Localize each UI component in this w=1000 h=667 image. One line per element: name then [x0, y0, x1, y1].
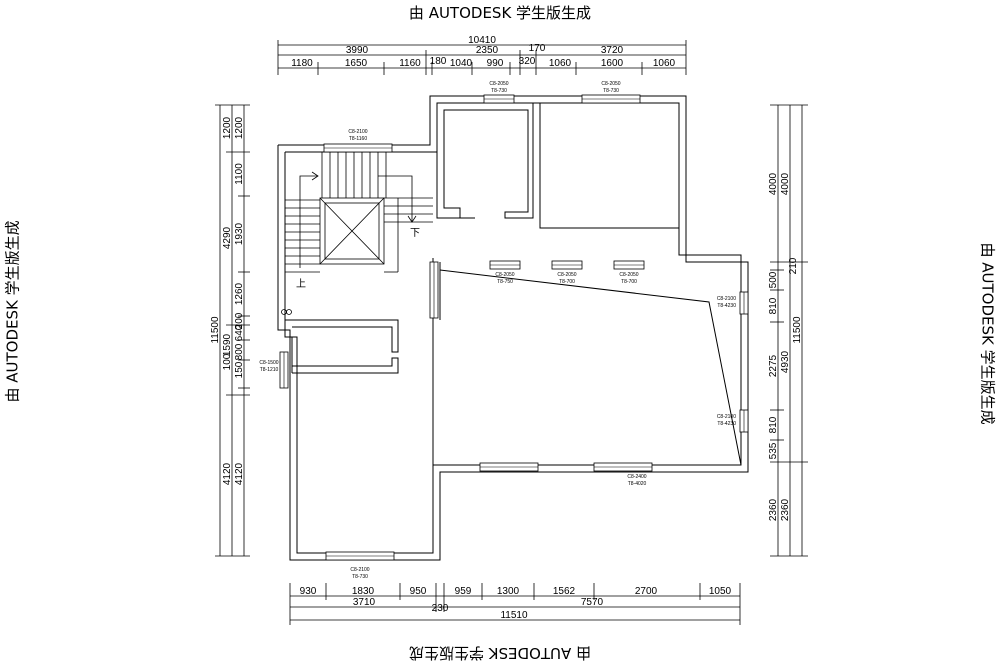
dimension-lines: [215, 40, 808, 625]
window-tag: C8-2050: [495, 272, 514, 278]
dim-left-3: 1260: [234, 282, 245, 305]
window-tag: T8-4230: [717, 303, 736, 309]
dim-right-3: 2275: [768, 354, 779, 377]
dim-left-2: 100: [222, 353, 233, 370]
window-tag: T8-700: [559, 279, 575, 285]
dim-bottom-total: 11510: [500, 610, 528, 621]
dim-left-3: 1930: [234, 222, 245, 245]
dim-left-3: 4120: [234, 462, 245, 485]
window-tag: C8-2050: [489, 81, 508, 87]
window-tag: T8-1160: [349, 136, 367, 142]
window-tag: C8-2050: [619, 272, 638, 278]
dim-bottom-2: 3710: [353, 597, 376, 608]
dimension-text: 10410 3990 2350 170 3720 1180 1650 1160 …: [291, 35, 731, 621]
dim-bottom-1: 1300: [497, 586, 520, 597]
stair-down-label: 下: [410, 228, 420, 239]
dim-left-3: 1100: [234, 163, 245, 185]
window-tag: C8-2050: [557, 272, 576, 278]
dim-left-2: 1200: [222, 116, 233, 139]
stair-up-label: 上: [296, 278, 306, 290]
dim-top-2: 3720: [601, 45, 624, 56]
dim-bottom-1: 950: [410, 586, 427, 597]
dim-left-3: 640: [234, 324, 245, 341]
window-tag: C8-2050: [601, 81, 620, 87]
window-tag: C8-2100: [717, 296, 736, 302]
dim-right-2: 2360: [780, 498, 791, 521]
dim-top-total: 10410: [468, 35, 496, 46]
dim-top-2: 170: [529, 43, 546, 54]
window-tags: C8-2050 T8-730 C8-2050 T8-730 C8-2100 T8…: [259, 81, 736, 580]
dim-right-2: 4000: [780, 172, 791, 195]
dim-left-3: 1200: [234, 116, 245, 139]
dim-bottom-1: 1562: [553, 586, 576, 597]
staircase: [281, 152, 433, 315]
walls: [277, 95, 749, 561]
window-tag: T8-730: [491, 88, 507, 94]
dim-top-2: 3990: [346, 45, 369, 56]
dim-bottom-2: 230: [432, 603, 449, 614]
window-tag: T8-1210: [260, 367, 279, 373]
watermark-top: 由 AUTODESK 学生版生成: [408, 4, 592, 22]
dimension-text-left: 11500 1200 4290 100 4120 1200 1100 1930 …: [210, 116, 245, 485]
dim-bottom-1: 2700: [635, 586, 658, 597]
dim-bottom-1: 1830: [352, 586, 375, 597]
window-tag: C8-2400: [627, 474, 646, 480]
dim-top-3: 1600: [601, 58, 624, 69]
dim-left-3: 150: [234, 361, 245, 378]
window-tag: T8-700: [621, 279, 637, 285]
dim-left-3: 200: [234, 312, 245, 329]
window-tag: T8-4020: [628, 481, 647, 487]
dim-bottom-2: 7570: [581, 597, 604, 608]
dim-top-2: 2350: [476, 45, 499, 56]
window-tag: T8-730: [352, 574, 368, 580]
dim-right-3: 535: [768, 442, 779, 459]
window-tag: C8-1500: [259, 360, 278, 366]
dim-right-3: 810: [768, 416, 779, 433]
dim-bottom-1: 1050: [709, 586, 732, 597]
dim-left-2: 4120: [222, 462, 233, 485]
dim-right-3: 4000: [768, 172, 779, 195]
window-tag: T8-750: [497, 279, 513, 285]
dim-right-2: 4930: [780, 350, 791, 373]
dim-right-3: 2360: [768, 498, 779, 521]
dim-right-3: 810: [768, 297, 779, 314]
dim-top-3: 320: [519, 56, 536, 67]
window-tag: T8-730: [603, 88, 619, 94]
dim-right-3: 210: [788, 257, 799, 274]
dim-left-3: 800: [234, 343, 245, 360]
window-tag: T8-4230: [717, 421, 736, 427]
dim-right-3: 500: [768, 271, 779, 288]
dim-bottom-1: 930: [300, 586, 317, 597]
dim-top-3: 1060: [653, 58, 676, 69]
dim-left-2: 4290: [222, 226, 233, 249]
window-tag: C8-2100: [350, 567, 369, 573]
dim-bottom-1: 959: [455, 586, 472, 597]
window-tag: C8-2100: [717, 414, 736, 420]
dim-top-3: 1060: [549, 58, 572, 69]
window-tag: C8-2100: [348, 129, 367, 135]
dim-left-3: 1590: [222, 333, 233, 356]
dim-top-3: 1650: [345, 58, 368, 69]
dim-top-3: 1180: [291, 58, 313, 69]
dim-right-outer: 11500: [792, 316, 803, 344]
dim-top-3: 990: [487, 58, 504, 69]
dimension-text-right: 11500 4000 4930 2360 4000 210 500 810 22…: [768, 172, 803, 521]
dim-left-outer: 11500: [210, 316, 221, 344]
dim-top-3: 180: [430, 56, 447, 67]
dim-top-3: 1040: [450, 58, 473, 69]
dim-top-3: 1160: [399, 58, 421, 69]
window-window-lines: [283, 98, 745, 557]
